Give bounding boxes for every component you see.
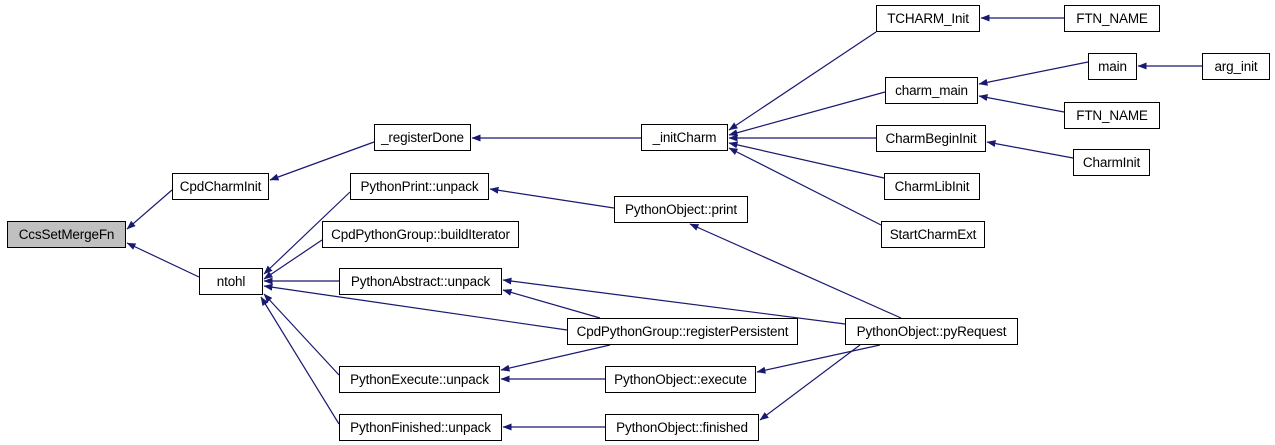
graph-node-label: FTN_NAME: [1076, 10, 1148, 26]
graph-node-label: FTN_NAME: [1076, 107, 1148, 123]
graph-node-pythonobject_finished[interactable]: PythonObject::finished: [605, 414, 759, 441]
graph-node-label: PythonAbstract::unpack: [350, 273, 491, 289]
call-edge: [489, 186, 615, 209]
call-edge: [126, 189, 173, 230]
call-edge: [986, 140, 1074, 159]
graph-node-label: arg_init: [1214, 58, 1258, 74]
call-edge: [728, 147, 882, 226]
call-edge: [978, 94, 1065, 113]
graph-node-main[interactable]: main: [1088, 53, 1137, 80]
graph-node-charm_main[interactable]: charm_main: [885, 77, 978, 104]
call-edge: [728, 141, 885, 179]
graph-node-label: TCHARM_Init: [887, 10, 969, 26]
graph-node-arg_init[interactable]: arg_init: [1202, 53, 1270, 80]
graph-node-label: PythonObject::pyRequest: [856, 323, 1007, 339]
graph-node-label: ntohl: [216, 273, 246, 289]
call-edge: [502, 288, 601, 319]
graph-node-label: CpdPythonGroup::buildIterator: [331, 226, 510, 242]
graph-node-label: _initCharm: [652, 129, 717, 145]
call-edge: [500, 344, 611, 372]
call-edge: [759, 344, 861, 421]
call-edge: [263, 293, 340, 376]
graph-node-label: CpdCharmInit: [179, 178, 262, 194]
graph-node-label: CharmBeginInit: [885, 130, 977, 146]
graph-node-tcharm_init[interactable]: TCHARM_Init: [876, 5, 980, 32]
graph-node-label: CharmLibInit: [894, 178, 970, 194]
call-edge: [126, 242, 200, 278]
graph-node-label: CharmInit: [1082, 154, 1141, 170]
graph-node-label: charm_main: [895, 82, 968, 98]
graph-node-pythonfinished_unpack[interactable]: PythonFinished::unpack: [339, 414, 502, 441]
graph-node-cpdpythongroup_registerpersistent[interactable]: CpdPythonGroup::registerPersistent: [567, 318, 798, 345]
graph-node-label: PythonObject::finished: [616, 419, 748, 435]
graph-node-pythonexecute_unpack[interactable]: PythonExecute::unpack: [339, 366, 500, 393]
graph-node-cpdcharminit[interactable]: CpdCharmInit: [172, 173, 269, 200]
graph-node-charmbegininit[interactable]: CharmBeginInit: [876, 125, 986, 152]
call-edge: [756, 344, 881, 374]
graph-node-pythonobject_execute[interactable]: PythonObject::execute: [605, 366, 756, 393]
graph-node-label: StartCharmExt: [889, 226, 977, 242]
graph-node-cpdpythongroup_builditerator[interactable]: CpdPythonGroup::buildIterator: [322, 221, 519, 248]
graph-node-label: PythonExecute::unpack: [350, 371, 489, 387]
graph-node-label: PythonObject::print: [625, 201, 737, 217]
graph-node-label: main: [1098, 58, 1127, 74]
graph-node-ntohl[interactable]: ntohl: [199, 268, 263, 295]
graph-node-label: PythonObject::execute: [614, 371, 747, 387]
graph-node-pythonobject_print[interactable]: PythonObject::print: [614, 196, 748, 223]
graph-node-ccssetmergefn[interactable]: CcsSetMergeFn: [7, 221, 126, 248]
graph-node-initcharm[interactable]: _initCharm: [641, 124, 728, 151]
graph-node-charmlibinit[interactable]: CharmLibInit: [884, 173, 980, 200]
graph-node-label: _registerDone: [381, 129, 464, 145]
graph-node-ftn_name_2[interactable]: FTN_NAME: [1064, 102, 1160, 129]
graph-node-label: CcsSetMergeFn: [18, 226, 115, 242]
graph-node-startcharmext[interactable]: StartCharmExt: [881, 221, 985, 248]
graph-node-pythonobject_pyrequest[interactable]: PythonObject::pyRequest: [845, 318, 1018, 345]
graph-node-pythonabstract_unpack[interactable]: PythonAbstract::unpack: [339, 268, 502, 295]
call-edge: [263, 239, 323, 280]
graph-node-charminit[interactable]: CharmInit: [1073, 149, 1150, 176]
call-edge: [978, 61, 1089, 86]
graph-node-ftn_name_1[interactable]: FTN_NAME: [1064, 5, 1160, 32]
call-edge: [689, 223, 902, 319]
graph-node-pythonprint_unpack[interactable]: PythonPrint::unpack: [350, 173, 489, 200]
graph-node-label: PythonFinished::unpack: [350, 419, 491, 435]
call-edge: [260, 296, 340, 425]
call-edge: [728, 91, 886, 137]
graph-node-registerdone[interactable]: _registerDone: [374, 124, 471, 151]
graph-node-label: PythonPrint::unpack: [360, 178, 479, 194]
graph-node-label: CpdPythonGroup::registerPersistent: [576, 323, 789, 339]
call-edge: [728, 31, 877, 131]
